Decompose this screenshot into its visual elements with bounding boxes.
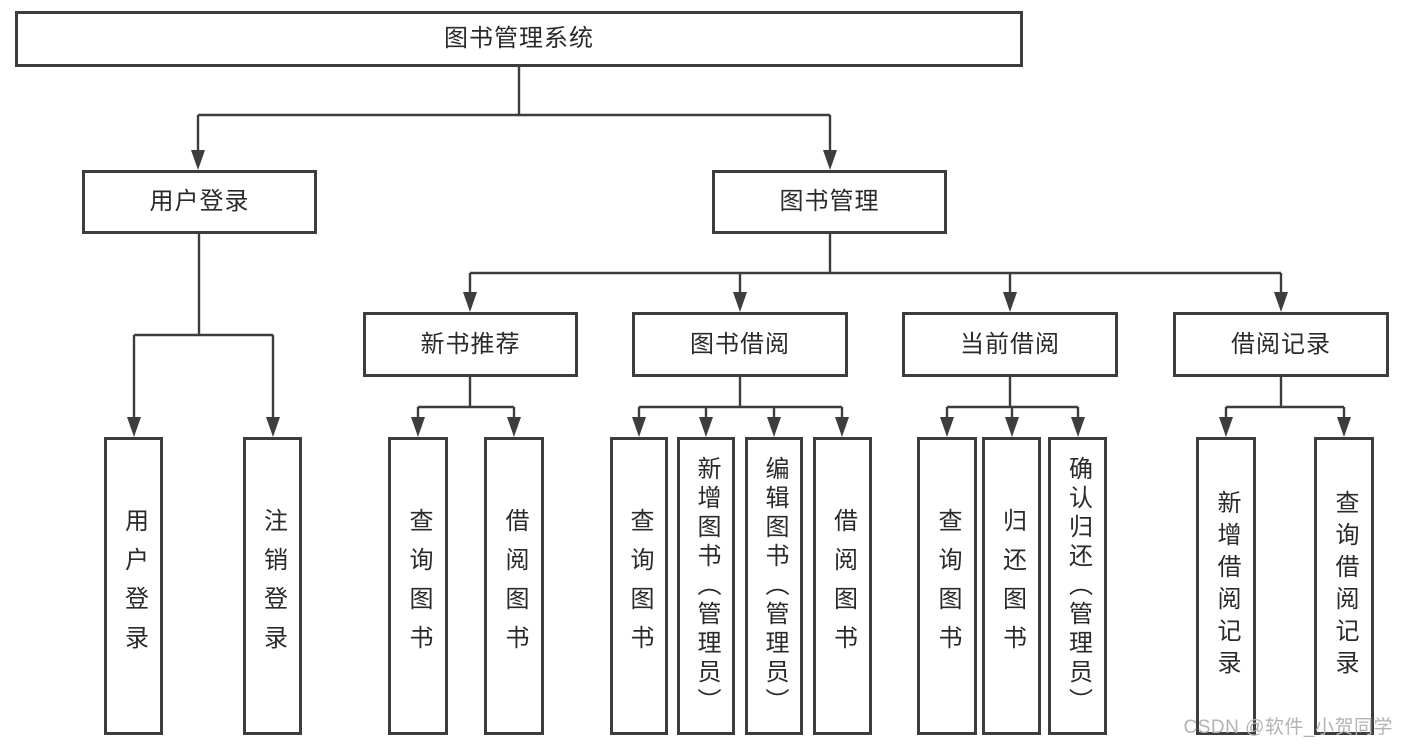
connector-new-book-rec-to-leaves [411, 377, 521, 437]
node-book-mgmt: 图书管理 [712, 170, 947, 234]
connector-book-mgmt-to-groups [463, 234, 1288, 312]
leaf-cb-query-books: 查询图书 [917, 437, 977, 735]
leaf-logout: 注销登录 [243, 437, 302, 735]
leaf-bb-borrow-books: 借阅图书 [813, 437, 872, 735]
node-borrow-records: 借阅记录 [1173, 312, 1389, 377]
connector-borrow-records-to-leaves [1219, 377, 1351, 437]
node-user-login: 用户登录 [82, 170, 317, 234]
node-root-library-system: 图书管理系统 [15, 11, 1023, 67]
node-book-borrow: 图书借阅 [632, 312, 848, 377]
leaf-nbr-query-books: 查询图书 [388, 437, 448, 735]
node-new-book-rec: 新书推荐 [363, 312, 578, 377]
leaf-bb-query-books: 查询图书 [610, 437, 668, 735]
leaf-cb-return-books: 归还图书 [982, 437, 1041, 735]
leaf-br-add-borrow-record: 新增借阅记录 [1196, 437, 1256, 735]
leaf-bb-edit-books-admin: 编辑图书（管理员） [745, 437, 803, 735]
connector-root-to-branches [191, 67, 837, 170]
leaf-user-login: 用户登录 [104, 437, 163, 735]
node-current-borrow: 当前借阅 [902, 312, 1118, 377]
connector-user-login-to-leaves [127, 234, 280, 437]
connector-book-borrow-to-leaves [632, 377, 849, 437]
leaf-cb-confirm-return-admin: 确认归还（管理员） [1048, 437, 1107, 735]
csdn-watermark: CSDN @软件_小贺同学 [1183, 717, 1393, 738]
leaf-bb-add-books-admin: 新增图书（管理员） [677, 437, 735, 735]
leaf-nbr-borrow-books: 借阅图书 [484, 437, 544, 735]
connector-current-borrow-to-leaves [940, 377, 1085, 437]
leaf-br-query-borrow-record: 查询借阅记录 [1314, 437, 1374, 735]
